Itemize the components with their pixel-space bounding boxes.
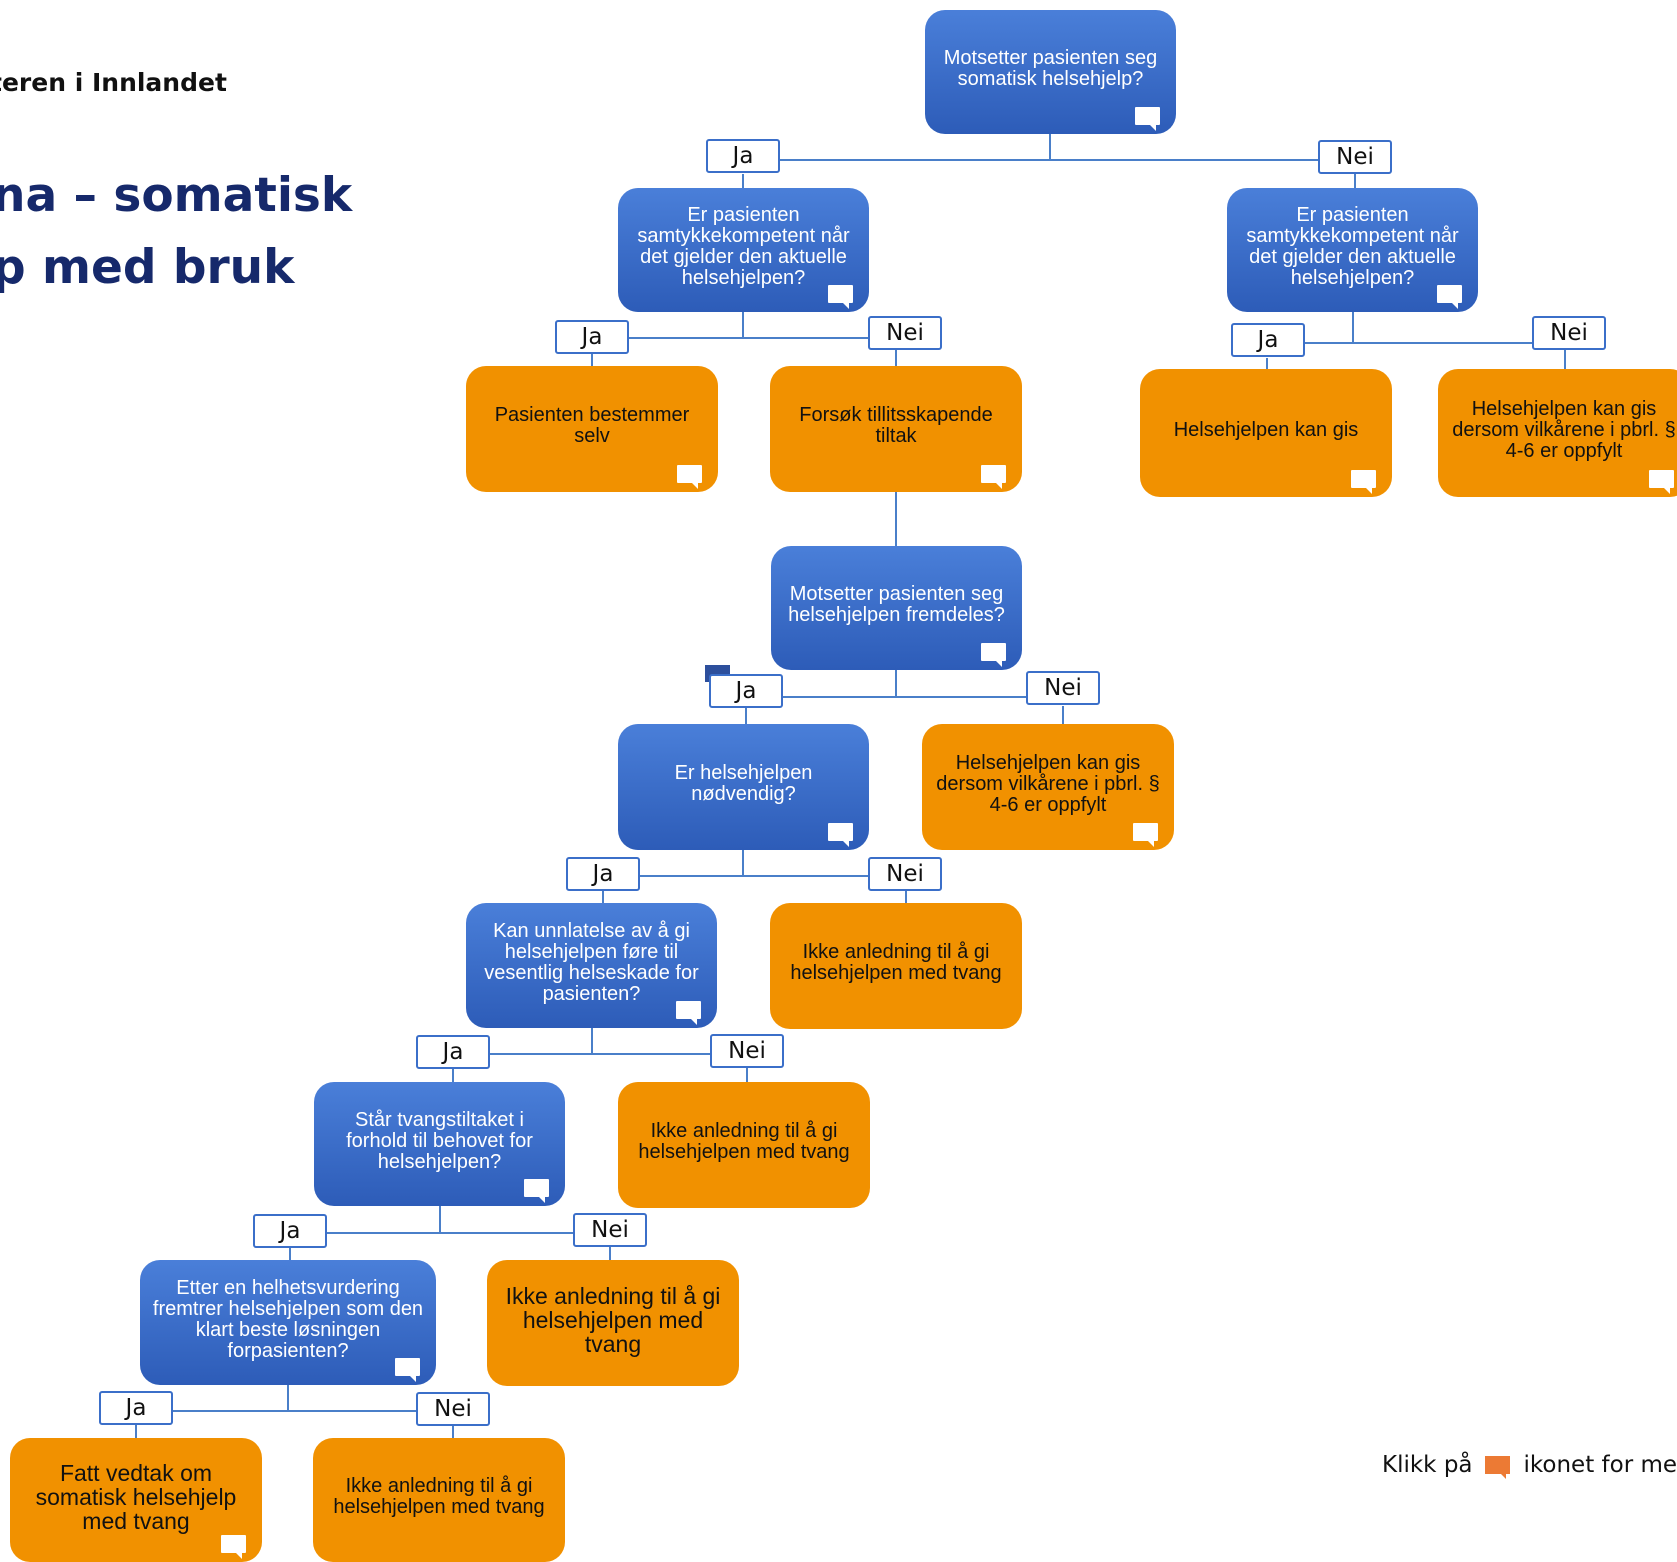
footer-hint: Klikk på ikonet for mer — [1382, 1452, 1677, 1479]
outcome-text: Ikke anledning til å gi helsehjelpen med… — [333, 1475, 545, 1518]
outcome-text: Helsehjelpen kan gis dersom vilkårene i … — [936, 751, 1160, 816]
comment-icon[interactable] — [1133, 823, 1158, 847]
q2a-no-label: Nei — [868, 316, 942, 350]
question-q2a-box[interactable]: Er pasienten samtykkekompetent når det g… — [618, 188, 869, 312]
q6-no-label: Nei — [573, 1213, 647, 1247]
q5-yes-label: Ja — [416, 1035, 490, 1069]
outcome-text: Ikke anledning til å gi helsehjelpen med… — [505, 1282, 721, 1358]
comment-icon[interactable] — [1351, 470, 1376, 494]
outcome-text: Pasienten bestemmer selv — [494, 404, 690, 447]
outcome-kan-gis-vilkar-pbrl-4-6[interactable]: Helsehjelpen kan gis dersom vilkårene i … — [1438, 369, 1677, 497]
comment-icon — [1484, 1456, 1510, 1479]
outcome-forsok-tillitsskapende-tiltak[interactable]: Forsøk tillitsskapende tiltak — [770, 366, 1022, 492]
question-q5-box[interactable]: Kan unnlatelse av å gi helsehjelpen føre… — [466, 903, 717, 1028]
q1-yes-label: Ja — [706, 139, 780, 173]
outcome-text: Fatt vedtak om somatisk helsehjelp med t… — [35, 1459, 237, 1535]
outcome-helsehjelpen-kan-gis[interactable]: Helsehjelpen kan gis — [1140, 369, 1392, 497]
question-q6-box[interactable]: Står tvangstiltaket i forhold til behove… — [314, 1082, 565, 1206]
comment-icon[interactable] — [1437, 285, 1462, 309]
comment-icon[interactable] — [1649, 470, 1674, 494]
footer-suffix: ikonet for mer — [1523, 1452, 1677, 1478]
comment-icon[interactable] — [676, 1001, 701, 1025]
q6-yes-label: Ja — [253, 1214, 327, 1248]
comment-icon[interactable] — [395, 1358, 420, 1382]
q2a-yes-label: Ja — [555, 320, 629, 354]
outcome-text: Helsehjelpen kan gis — [1173, 418, 1359, 441]
outcome-ikke-anledning-1[interactable]: Ikke anledning til å gi helsehjelpen med… — [770, 903, 1022, 1029]
question-q7-box[interactable]: Etter en helhetsvurdering fremtrer helse… — [140, 1260, 436, 1385]
question-q7-text: Etter en helhetsvurdering fremtrer helse… — [152, 1276, 424, 1362]
outcome-text: Helsehjelpen kan gis dersom vilkårene i … — [1452, 397, 1676, 462]
question-q3-box[interactable]: Motsetter pasienten seg helsehjelpen fre… — [771, 546, 1022, 670]
comment-icon[interactable] — [221, 1535, 246, 1559]
comment-icon[interactable] — [981, 643, 1006, 667]
outcome-pasienten-bestemmer-selv[interactable]: Pasienten bestemmer selv — [466, 366, 718, 492]
comment-icon[interactable] — [524, 1179, 549, 1203]
comment-icon[interactable] — [677, 465, 702, 489]
question-q1-text: Motsetter pasienten seg somatisk helsehj… — [943, 47, 1158, 90]
question-q4-text: Er helsehjelpen nødvendig? — [674, 762, 813, 805]
question-q4-box[interactable]: Er helsehjelpen nødvendig? — [618, 724, 869, 850]
q1-no-label: Nei — [1318, 140, 1392, 174]
q3-yes-label: Ja — [709, 674, 783, 708]
question-q6-text: Står tvangstiltaket i forhold til behove… — [346, 1108, 533, 1173]
outcome-ikke-anledning-4[interactable]: Ikke anledning til å gi helsehjelpen med… — [313, 1438, 565, 1562]
q7-yes-label: Ja — [99, 1391, 173, 1425]
comment-icon[interactable] — [981, 465, 1006, 489]
outcome-text: Forsøk tillitsskapende tiltak — [799, 404, 993, 447]
outcome-kan-gis-vilkar-pbrl-4-6-2[interactable]: Helsehjelpen kan gis dersom vilkårene i … — [922, 724, 1174, 850]
outcome-ikke-anledning-3[interactable]: Ikke anledning til å gi helsehjelpen med… — [487, 1260, 739, 1386]
comment-icon[interactable] — [828, 285, 853, 309]
comment-icon[interactable] — [828, 823, 853, 847]
q5-no-label: Nei — [710, 1034, 784, 1068]
question-q3-text: Motsetter pasienten seg helsehjelpen fre… — [788, 583, 1005, 626]
organization-name: teren i Innlandet — [0, 68, 227, 97]
question-q5-text: Kan unnlatelse av å gi helsehjelpen føre… — [484, 919, 699, 1005]
page-title-line-1: na – somatisk — [0, 168, 353, 223]
q4-no-label: Nei — [868, 857, 942, 891]
question-q2a-text: Er pasienten samtykkekompetent når det g… — [637, 204, 850, 289]
question-q2b-text: Er pasienten samtykkekompetent når det g… — [1246, 204, 1459, 289]
q4-yes-label: Ja — [566, 857, 640, 891]
outcome-text: Ikke anledning til å gi helsehjelpen med… — [790, 941, 1002, 984]
q7-no-label: Nei — [416, 1392, 490, 1426]
outcome-fatt-vedtak[interactable]: Fatt vedtak om somatisk helsehjelp med t… — [10, 1438, 262, 1562]
q3-no-label: Nei — [1026, 671, 1100, 705]
footer-prefix: Klikk på — [1382, 1452, 1473, 1478]
question-q1-box[interactable]: Motsetter pasienten seg somatisk helsehj… — [925, 10, 1176, 134]
comment-icon[interactable] — [1135, 107, 1160, 131]
question-q2b-box[interactable]: Er pasienten samtykkekompetent når det g… — [1227, 188, 1478, 312]
outcome-ikke-anledning-2[interactable]: Ikke anledning til å gi helsehjelpen med… — [618, 1082, 870, 1208]
q2b-no-label: Nei — [1532, 316, 1606, 350]
q2b-yes-label: Ja — [1231, 323, 1305, 357]
page-title-line-2: p med bruk — [0, 240, 295, 295]
outcome-text: Ikke anledning til å gi helsehjelpen med… — [638, 1120, 850, 1163]
